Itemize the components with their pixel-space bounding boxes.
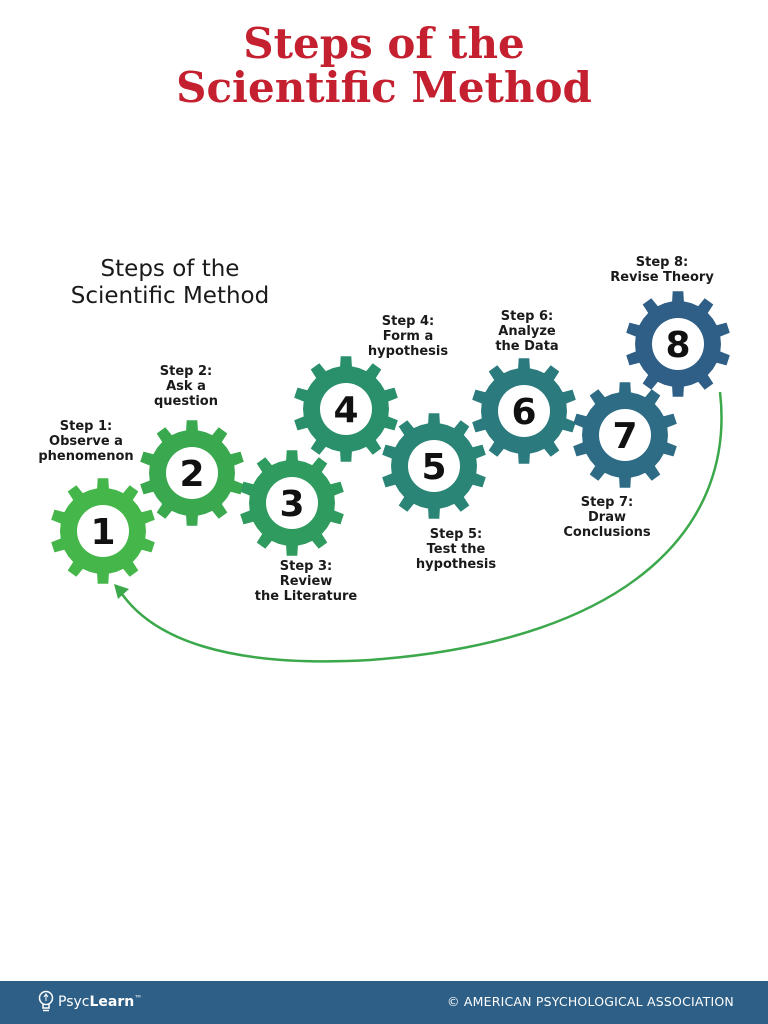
footer-bar: PsycLearn™ © AMERICAN PSYCHOLOGICAL ASSO… (0, 981, 768, 1024)
step-label-line: Analyze (498, 324, 556, 339)
step-label-line: Review (280, 574, 333, 589)
diagram-heading-line2: Scientific Method (71, 283, 269, 309)
gear-hub (266, 477, 318, 529)
step-label-line: phenomenon (38, 449, 133, 464)
gear-step-8: 8 Step 8:Revise Theory (610, 255, 730, 397)
brand-bold: Learn (89, 994, 135, 1010)
page-title: Steps of the Scientific Method (0, 22, 768, 110)
step-label-line: hypothesis (416, 557, 496, 572)
step-label-line: Step 7: (581, 495, 633, 510)
step-label-line: question (154, 394, 218, 409)
step-number: 1 (90, 512, 115, 553)
step-label-line: Ask a (166, 379, 206, 394)
step-number: 6 (511, 392, 536, 433)
step-label-line: Step 1: (60, 419, 112, 434)
page-title-line1: Steps of the (243, 19, 525, 68)
step-label-line: Step 4: (382, 314, 434, 329)
gear-hub (652, 318, 704, 370)
gear-hub (498, 385, 550, 437)
page-title-line2: Scientific Method (176, 63, 592, 112)
gear-hub (166, 447, 218, 499)
step-label-line: Observe a (49, 434, 123, 449)
loop-back-arrowhead (114, 584, 129, 599)
step-number: 4 (333, 390, 358, 431)
gear-hub (320, 383, 372, 435)
gear-hub (408, 440, 460, 492)
lightbulb-icon (38, 990, 54, 1012)
step-label-line: hypothesis (368, 344, 448, 359)
step-label-line: Form a (383, 329, 434, 344)
step-label-line: the Data (495, 339, 558, 354)
step-number: 8 (665, 325, 690, 366)
step-label-line: Revise Theory (610, 270, 714, 285)
step-label-line: Step 5: (430, 527, 482, 542)
step-number: 5 (421, 447, 446, 488)
copyright-text: © AMERICAN PSYCHOLOGICAL ASSOCIATION (447, 994, 734, 1009)
step-label-line: Conclusions (563, 525, 651, 540)
step-label-line: Test the (427, 542, 486, 557)
step-label-line: Step 3: (280, 559, 332, 574)
step-label-line: Draw (588, 510, 626, 525)
psyclearn-logo: PsycLearn™ (38, 989, 142, 1015)
step-number: 2 (179, 454, 204, 495)
scientific-method-diagram: Steps of the Scientific Method 1 Step 1:O… (38, 255, 730, 663)
step-number: 7 (612, 416, 637, 457)
step-label-line: Step 2: (160, 364, 212, 379)
step-label-line: the Literature (255, 589, 358, 604)
gear-hub (77, 505, 129, 557)
diagram-heading-line1: Steps of the (101, 256, 240, 282)
gear-hub (599, 409, 651, 461)
brand-prefix: Psyc (58, 994, 90, 1010)
step-label-line: Step 6: (501, 309, 553, 324)
step-label-line: Step 8: (636, 255, 688, 270)
step-number: 3 (279, 484, 304, 525)
loop-back-arrow (116, 391, 723, 663)
brand-trademark: ™ (134, 994, 143, 1003)
